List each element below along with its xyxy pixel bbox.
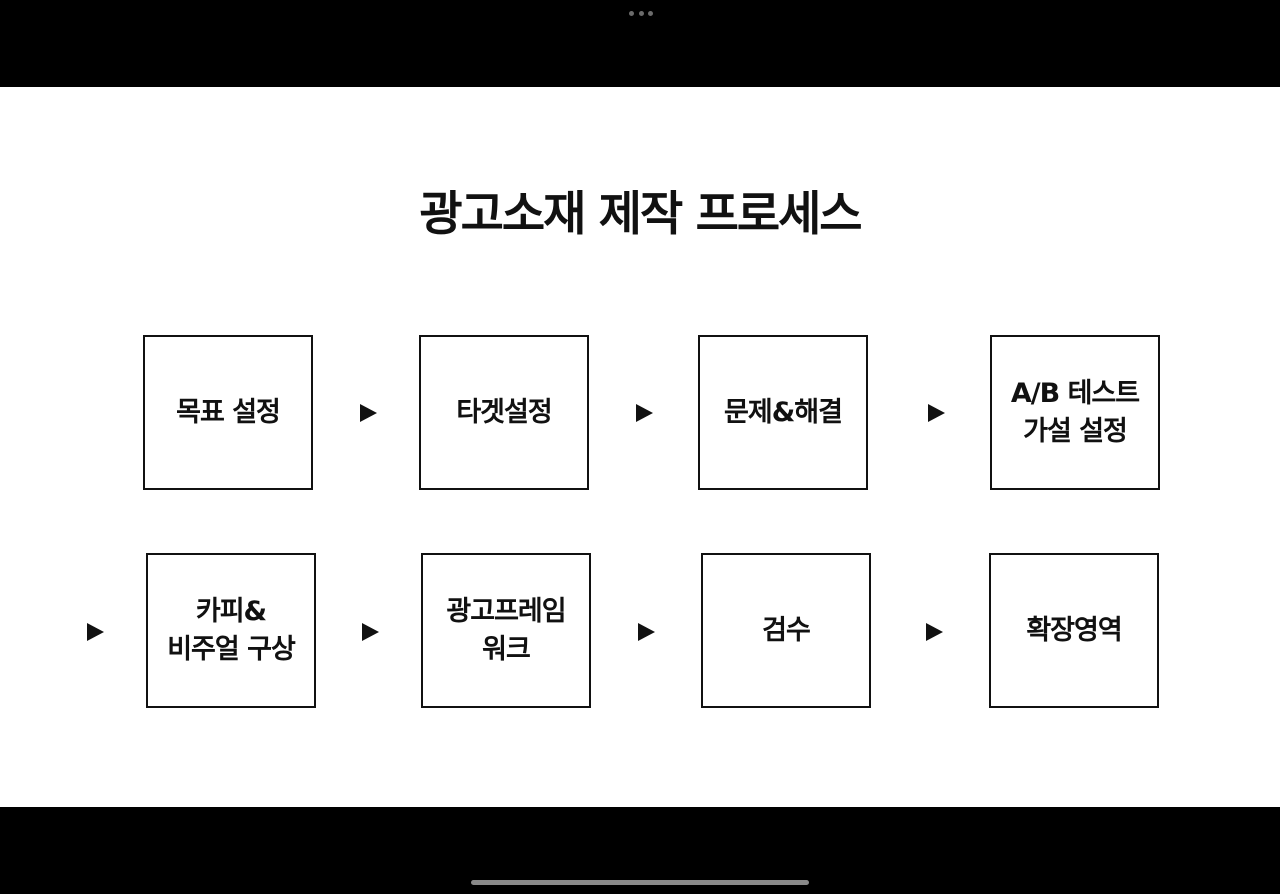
home-indicator[interactable] [471, 880, 809, 885]
flow-arrow-icon [638, 623, 655, 641]
process-step-label: 타겟설정 [456, 396, 552, 428]
flow-arrow-icon [636, 404, 653, 422]
presentation-slide: 광고소재 제작 프로세스 목표 설정 타겟설정 문제&해결 A/B 테스트 가설… [0, 87, 1280, 807]
process-step-8: 확장영역 [989, 553, 1159, 708]
process-step-4: A/B 테스트 가설 설정 [990, 335, 1160, 490]
process-step-2: 타겟설정 [419, 335, 589, 490]
slide-title: 광고소재 제작 프로세스 [419, 187, 862, 242]
window-menu-dots-icon[interactable] [629, 10, 653, 16]
process-step-label: 확장영역 [1026, 614, 1122, 646]
flow-arrow-icon [362, 623, 379, 641]
process-step-label: A/B 테스트 가설 설정 [1010, 377, 1140, 447]
process-step-1: 목표 설정 [143, 335, 313, 490]
flow-arrow-icon [360, 404, 377, 422]
flow-arrow-icon [926, 623, 943, 641]
process-step-label: 검수 [762, 614, 811, 646]
process-step-label: 문제&해결 [724, 396, 843, 428]
dot [648, 10, 653, 16]
process-step-7: 검수 [701, 553, 871, 708]
process-step-label: 광고프레임 워크 [446, 595, 566, 665]
process-step-3: 문제&해결 [698, 335, 868, 490]
dot [638, 10, 644, 16]
flow-arrow-icon [87, 623, 104, 641]
dot [629, 10, 634, 16]
process-step-5: 카피& 비주얼 구상 [146, 553, 316, 708]
process-step-label: 카피& 비주얼 구상 [167, 595, 296, 665]
process-step-label: 목표 설정 [176, 396, 281, 428]
flow-arrow-icon [928, 404, 945, 422]
process-step-6: 광고프레임 워크 [421, 553, 591, 708]
